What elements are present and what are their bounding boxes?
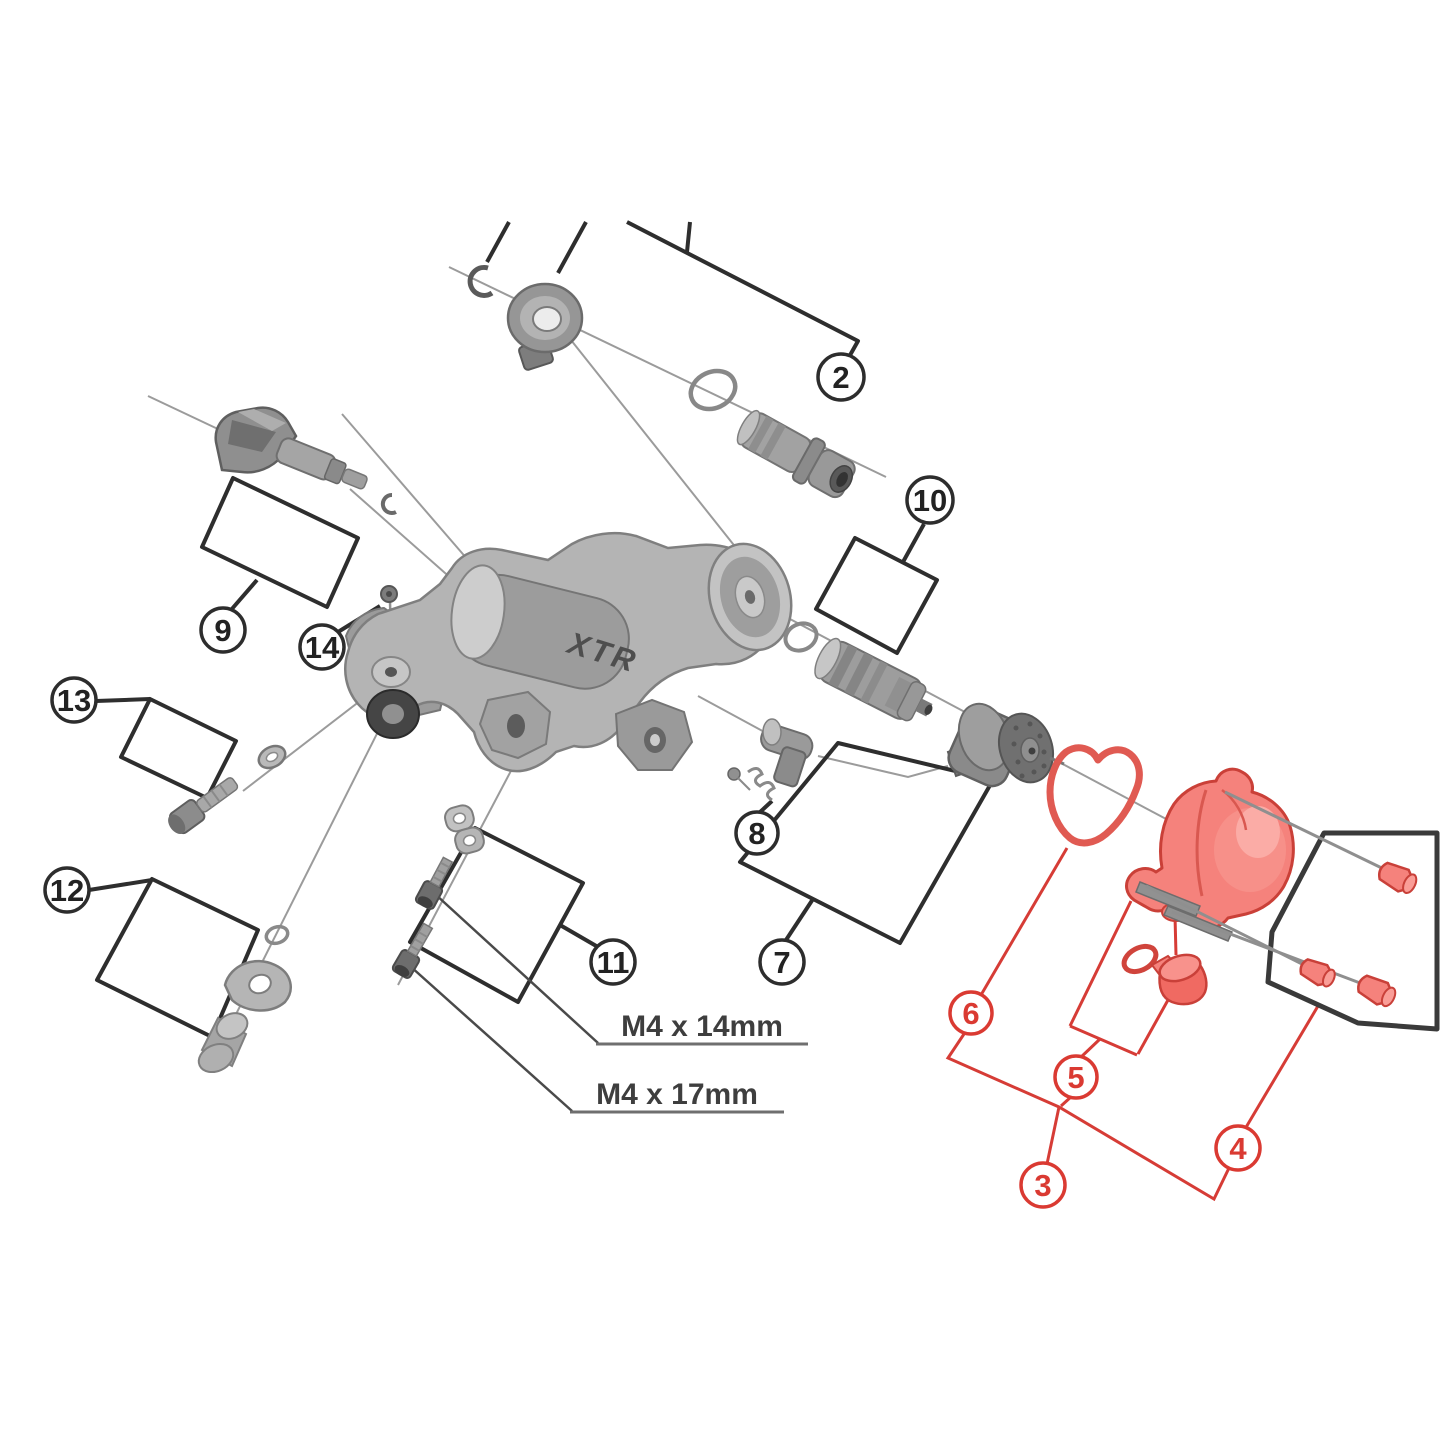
barrel — [197, 1012, 249, 1074]
size-label-m4x14: M4 x 14mm — [621, 1010, 783, 1043]
cover-screws — [1299, 861, 1418, 1008]
axle-bolt-unit — [688, 368, 856, 499]
plate-barrel-12 — [197, 924, 292, 1074]
spool — [814, 637, 933, 722]
o-ring-10 — [783, 621, 819, 653]
cam-drum — [946, 702, 1065, 788]
cut-line-b — [556, 221, 588, 274]
callout-6: 6 — [948, 990, 994, 1036]
bolt — [168, 777, 239, 835]
small-clip — [380, 492, 397, 515]
callout-8: 8 — [734, 810, 780, 856]
spool-unit — [783, 621, 933, 722]
o-ring-2 — [688, 368, 738, 412]
svg-text:4: 4 — [1229, 1131, 1247, 1166]
small-ring — [264, 924, 290, 946]
callouts-black: 2 10 9 14 13 12 11 8 — [43, 352, 955, 986]
link-and-screws — [391, 804, 485, 979]
cable-fixing-unit — [727, 718, 814, 802]
highlighted-motor-unit — [945, 744, 1440, 1202]
callout-12: 12 — [43, 866, 91, 914]
cylinder-face — [450, 564, 506, 660]
cut-line-a — [485, 221, 511, 263]
screw-m4x14 — [414, 856, 454, 910]
link — [444, 804, 485, 855]
bracket-13 — [119, 697, 238, 800]
callout-9: 9 — [199, 606, 247, 654]
svg-text:10: 10 — [913, 483, 947, 518]
callout-7: 7 — [758, 938, 806, 986]
callouts-red: 6 5 3 4 — [948, 990, 1262, 1209]
svg-text:12: 12 — [50, 873, 84, 908]
svg-text:14: 14 — [305, 630, 340, 665]
svg-text:9: 9 — [214, 613, 231, 648]
svg-text:5: 5 — [1067, 1060, 1084, 1095]
callout-3: 3 — [1019, 1161, 1067, 1209]
size-label-m4x17: M4 x 17mm — [596, 1078, 758, 1111]
axle-bolt — [736, 409, 856, 499]
spring — [747, 767, 776, 802]
plug-with-ring — [1121, 943, 1208, 1006]
cut-line-c — [685, 221, 692, 253]
callout-11: 11 — [589, 938, 637, 986]
screw-box — [1265, 830, 1440, 1032]
svg-text:13: 13 — [57, 683, 91, 718]
bracket-10 — [814, 536, 939, 655]
washer-bolt-13 — [168, 744, 287, 835]
svg-text:2: 2 — [832, 360, 849, 395]
bracket-9 — [200, 476, 360, 609]
derailleur-body: XTR — [344, 531, 793, 773]
callout-13: 13 — [50, 676, 98, 724]
callout-14: 14 — [298, 623, 346, 671]
callout-10: 10 — [905, 475, 955, 525]
size-label-leaders — [409, 893, 808, 1114]
motor-cover — [1125, 767, 1295, 942]
svg-text:3: 3 — [1034, 1168, 1051, 1203]
gasket-seal — [1046, 744, 1143, 847]
callout-4: 4 — [1214, 1124, 1262, 1172]
callout-5: 5 — [1053, 1054, 1099, 1100]
svg-text:8: 8 — [748, 816, 765, 851]
callout-2: 2 — [816, 352, 866, 402]
svg-text:6: 6 — [962, 996, 979, 1031]
svg-text:11: 11 — [597, 945, 630, 980]
screw-m4x17 — [391, 922, 434, 979]
svg-text:7: 7 — [773, 945, 790, 980]
lever-axle-unit — [214, 406, 397, 515]
bracket-2 — [626, 220, 860, 358]
c-clip — [467, 264, 494, 298]
pulley-assembly — [467, 264, 584, 371]
